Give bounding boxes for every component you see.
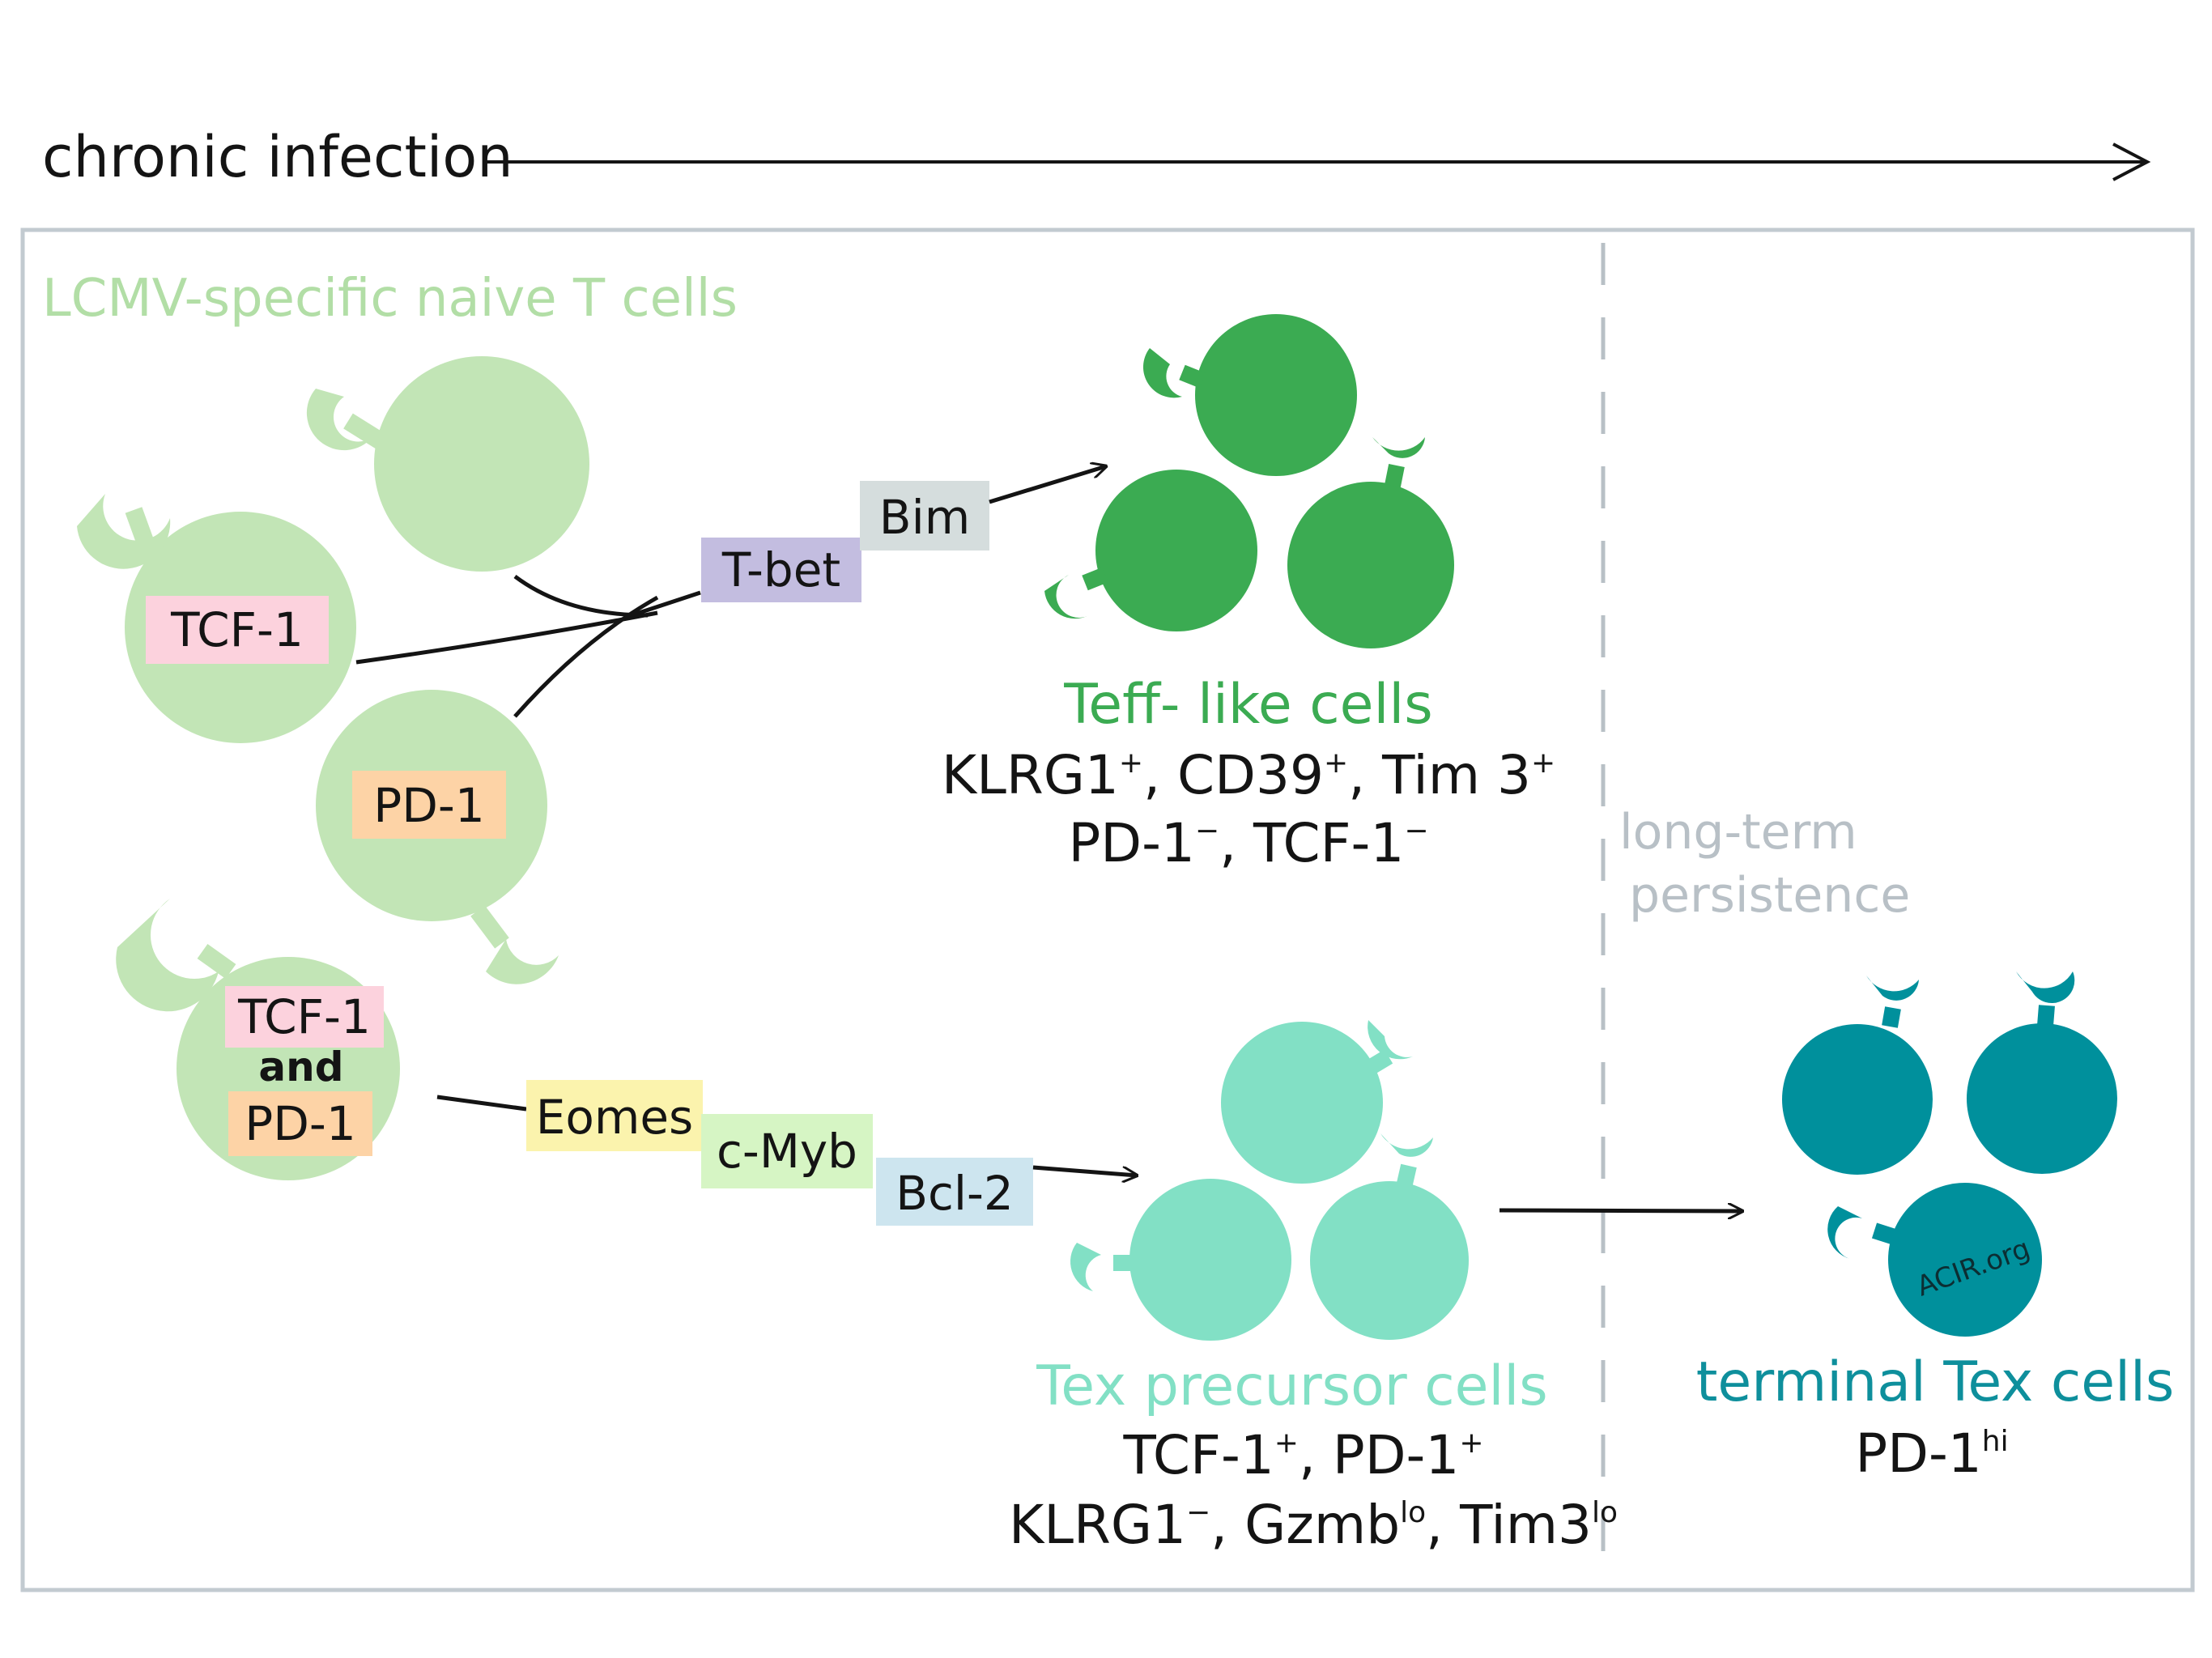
- persistence-line2: persistence: [1629, 867, 1910, 924]
- receptor-icon: [2016, 971, 2075, 1004]
- terminal-cell: [1827, 1183, 2042, 1337]
- arrow-to-teff: [989, 466, 1106, 504]
- marker-klrg1: KLRG1: [1009, 1494, 1186, 1556]
- marker-tim3: Tim3: [1459, 1494, 1592, 1556]
- receptor-icon: [1044, 575, 1089, 619]
- marker-gzmb: Gzmb: [1244, 1494, 1400, 1556]
- cmyb-box: [701, 1114, 873, 1188]
- timeline-label: chronic infection: [42, 124, 513, 190]
- tbet-label: T-bet: [721, 542, 840, 597]
- pd1-box: [352, 771, 506, 839]
- teff-title: Teff- like cells: [1063, 673, 1432, 737]
- diagram-panel: [20, 227, 2195, 1592]
- combo-pd1-box: [228, 1091, 372, 1156]
- naive-cell-top: [306, 356, 589, 572]
- marker-pd1: PD-1: [1855, 1422, 1981, 1485]
- tbet-box: [701, 538, 861, 602]
- marker-cd39: CD39: [1177, 744, 1324, 806]
- connector-line: [355, 610, 658, 665]
- receptor-icon: [1380, 1133, 1433, 1157]
- receptor-icon: [116, 899, 219, 1012]
- texp-cell: [1070, 1179, 1291, 1341]
- connector-line: [631, 590, 701, 618]
- arrow-to-texp: [1032, 1165, 1137, 1175]
- teff-markers-line2: PD-1−, TCF-1−: [1068, 812, 1428, 874]
- tcf1-box: [146, 596, 329, 664]
- texp-markers-line2: KLRG1−, Gzmblo, Tim3lo: [1009, 1494, 1618, 1556]
- receptor-icon: [486, 939, 559, 984]
- marker-tim3: Tim 3: [1381, 744, 1531, 806]
- receptor-icon: [1368, 1020, 1413, 1060]
- pd1-label: PD-1: [373, 778, 484, 833]
- teff-cell: [1287, 437, 1454, 648]
- teff-markers-line1: KLRG1+, CD39+, Tim 3+: [942, 744, 1555, 806]
- eomes-box: [526, 1080, 703, 1151]
- marker-pd1: PD-1: [1333, 1424, 1459, 1486]
- teff-cell: [1044, 470, 1257, 631]
- tcf1-label: TCF-1: [170, 602, 304, 657]
- marker-tcf1: TCF-1: [1253, 812, 1404, 874]
- receptor-icon: [1372, 437, 1425, 458]
- receptor-icon: [1827, 1206, 1862, 1259]
- connector-line: [436, 1095, 527, 1112]
- timeline-arrowhead: [2112, 142, 2151, 181]
- marker-klrg1: KLRG1: [942, 744, 1119, 806]
- arrow-to-terminal: [1499, 1210, 1742, 1211]
- combo-tcf1-label: TCF-1: [237, 989, 371, 1044]
- cmyb-label: c-Myb: [717, 1124, 857, 1179]
- bim-label: Bim: [879, 490, 970, 545]
- texp-cell: [1310, 1133, 1469, 1340]
- bcl2-box: [876, 1158, 1033, 1226]
- combo-and-label: and: [258, 1044, 343, 1090]
- bim-box: [860, 481, 989, 551]
- receptor-icon: [77, 494, 171, 569]
- teff-cell: [1142, 314, 1357, 476]
- texp-cell: [1221, 1020, 1413, 1184]
- combo-pd1-label: PD-1: [245, 1096, 355, 1151]
- texp-title: Tex precursor cells: [1036, 1354, 1547, 1418]
- marker-tcf1: TCF-1: [1122, 1424, 1274, 1486]
- combo-tcf1-box: [225, 986, 384, 1048]
- texp-markers-line1: TCF-1+, PD-1+: [1122, 1424, 1483, 1486]
- receptor-icon: [1142, 348, 1182, 398]
- connector-line: [513, 595, 659, 718]
- marker-pd1: PD-1: [1068, 812, 1194, 874]
- terminal-title: terminal Tex cells: [1696, 1350, 2175, 1414]
- receptor-icon: [1070, 1243, 1101, 1291]
- persistence-line1: long-term: [1619, 804, 1857, 861]
- bcl2-label: Bcl-2: [895, 1166, 1014, 1221]
- receptor-icon: [306, 389, 372, 451]
- connector-line: [513, 574, 649, 618]
- panel-title: LCMV-specific naive T cells: [42, 269, 738, 329]
- terminal-cell: [1782, 976, 1933, 1175]
- eomes-label: Eomes: [536, 1090, 694, 1145]
- receptor-icon: [1866, 976, 1919, 1001]
- terminal-markers: PD-1hi: [1855, 1422, 2008, 1485]
- terminal-cell: [1967, 971, 2117, 1174]
